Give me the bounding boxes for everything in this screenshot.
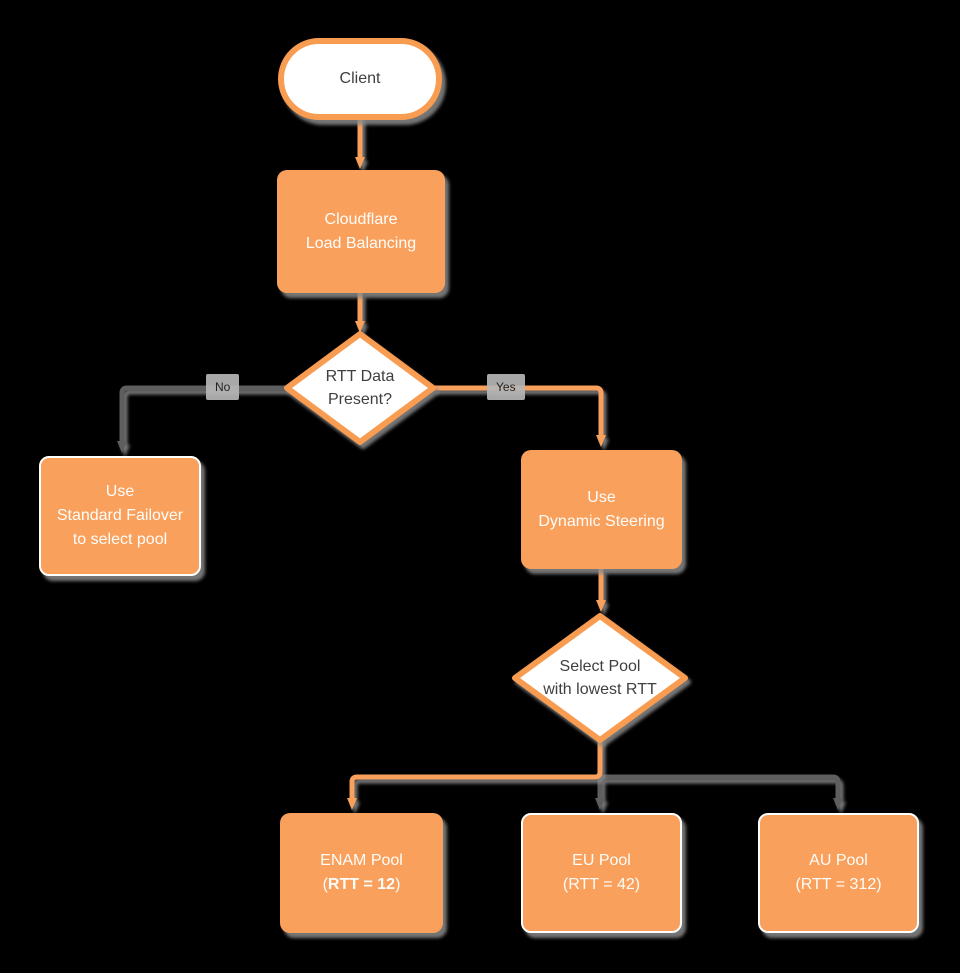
rtt-decision-text: RTT Data Present? bbox=[287, 352, 433, 424]
eu-pool-line1: EU Pool bbox=[572, 852, 631, 869]
select-pool-decision-text: Select Pool with lowest RTT bbox=[515, 642, 685, 714]
enam-pool-line2: (RTT = 12) bbox=[323, 873, 401, 897]
edge-no-branch bbox=[117, 385, 287, 453]
edge-yes-branch bbox=[433, 385, 606, 447]
client-label: Client bbox=[339, 70, 381, 87]
eu-pool-node: EU Pool (RTT = 42) bbox=[521, 813, 682, 933]
enam-pool-node: ENAM Pool (RTT = 12) bbox=[280, 813, 443, 933]
orange-connectors bbox=[347, 116, 606, 810]
standard-failover-line1: Use bbox=[105, 483, 135, 500]
edge-to-au-pool bbox=[600, 774, 843, 810]
gray-connectors bbox=[117, 385, 843, 810]
select-pool-line1: Select Pool bbox=[559, 658, 641, 675]
rtt-decision-diamond bbox=[284, 331, 436, 445]
rtt-decision-line2: Present? bbox=[327, 391, 393, 408]
select-pool-line2: with lowest RTT bbox=[543, 681, 657, 698]
au-pool-node: AU Pool (RTT = 312) bbox=[758, 813, 919, 933]
client-node: Client bbox=[278, 38, 442, 120]
enam-rtt-value: RTT = 12 bbox=[327, 876, 396, 893]
cloudflare-lb-line1: Cloudflare bbox=[324, 210, 398, 228]
select-pool-diamond bbox=[512, 613, 688, 743]
dynamic-steering-line2: Dynamic Steering bbox=[538, 512, 665, 530]
dynamic-steering-node: Use Dynamic Steering bbox=[521, 450, 682, 569]
enam-paren-close: ) bbox=[395, 876, 401, 893]
dynamic-steering-line1: Use bbox=[587, 488, 616, 506]
au-pool-line2: (RTT = 312) bbox=[795, 876, 882, 893]
edge-label-no: No bbox=[206, 374, 240, 400]
standard-failover-line3: to select pool bbox=[72, 531, 168, 548]
rtt-decision-line1: RTT Data bbox=[325, 368, 395, 385]
au-pool-line1: AU Pool bbox=[809, 852, 868, 869]
enam-pool-line1: ENAM Pool bbox=[320, 852, 403, 869]
edge-to-enam-pool bbox=[347, 739, 603, 810]
standard-failover-line2: Standard Failover bbox=[56, 507, 184, 524]
cloudflare-load-balancing-node: Cloudflare Load Balancing bbox=[277, 170, 445, 293]
enam-paren-open: ( bbox=[322, 876, 328, 893]
edge-label-yes: Yes bbox=[487, 374, 525, 400]
eu-pool-line2: (RTT = 42) bbox=[562, 876, 641, 893]
cloudflare-lb-line2: Load Balancing bbox=[305, 234, 417, 252]
standard-failover-node: Use Standard Failover to select pool bbox=[39, 456, 201, 576]
